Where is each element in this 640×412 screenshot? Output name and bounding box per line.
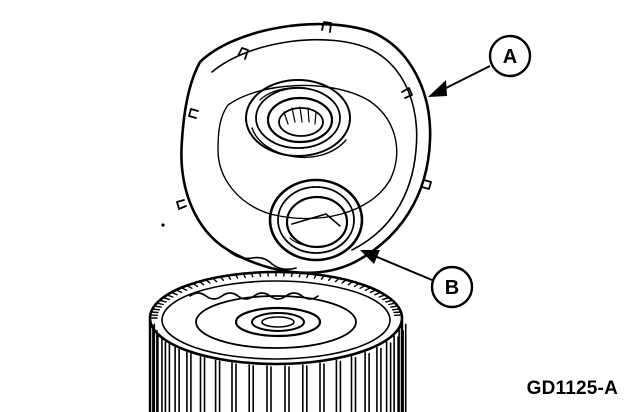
drum-spline <box>393 335 399 412</box>
callout-a-arrowhead <box>428 80 447 97</box>
stray-mark <box>161 223 165 227</box>
callout-b-arrowhead <box>360 250 380 264</box>
callout-a: A <box>428 34 532 97</box>
callout-a-leader <box>437 65 491 93</box>
drum-spline <box>199 356 206 412</box>
callout-b-circle <box>430 265 474 309</box>
part-b-bushing <box>268 178 364 262</box>
callout-a-label: A <box>503 46 517 68</box>
part-a-drum-cover <box>176 21 432 274</box>
callout-a-circle <box>488 34 532 78</box>
drum-spline <box>364 351 370 412</box>
drum-spline <box>376 346 382 412</box>
lower-clutch-drum <box>148 270 407 412</box>
callout-b: B <box>360 250 474 309</box>
drum-spline <box>400 322 407 412</box>
callout-b-label: B <box>445 277 459 299</box>
drum-spline <box>174 346 180 412</box>
drum-spline <box>164 341 171 412</box>
callout-b-leader <box>369 253 433 281</box>
drum-spline <box>231 362 237 412</box>
drum-spline <box>398 329 404 412</box>
drum-spline <box>186 351 192 412</box>
drum-spline <box>149 322 156 412</box>
drum-spline <box>350 356 357 412</box>
drum-spline <box>284 365 290 412</box>
drum-spline <box>302 364 308 412</box>
drum-spline <box>152 329 158 412</box>
drum-spline <box>319 362 325 412</box>
figure-id: GD1125-A <box>526 378 618 399</box>
drum-spline <box>266 365 272 412</box>
drum-spline <box>335 359 342 412</box>
drum-spline <box>214 359 221 412</box>
drum-spline <box>385 341 392 412</box>
drum-spline <box>248 364 254 412</box>
drum-spline <box>157 335 163 412</box>
